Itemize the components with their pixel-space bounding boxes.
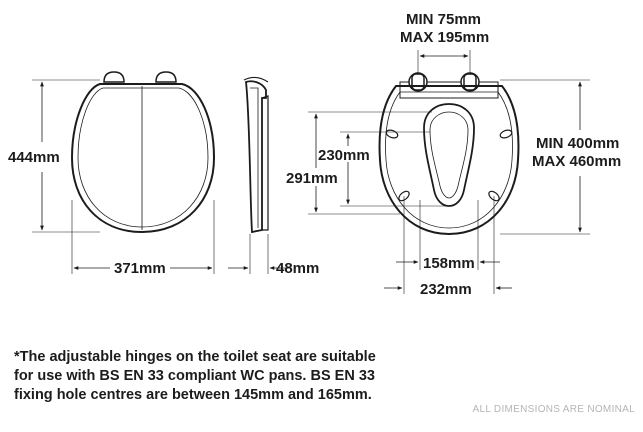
pan-max-label: MAX 460mm	[532, 153, 621, 170]
hinge-max-label: MAX 195mm	[400, 29, 489, 46]
side-view	[243, 76, 269, 234]
nominal-disclaimer: ALL DIMENSIONS ARE NOMINAL	[472, 404, 635, 415]
inner-230-label: 230mm	[318, 147, 370, 164]
hinge-compatibility-note: *The adjustable hinges on the toilet sea…	[14, 348, 434, 405]
bottom-dimensions	[384, 196, 512, 294]
note-line-2: for use with BS EN 33 compliant WC pans.…	[14, 368, 375, 384]
note-line-1: *The adjustable hinges on the toilet sea…	[14, 349, 376, 365]
pan-dimension	[500, 79, 590, 235]
length-dimension	[32, 79, 100, 233]
top-view	[378, 72, 520, 236]
outer-232-label: 232mm	[420, 281, 472, 298]
inner-158-label: 158mm	[423, 255, 475, 272]
hinge-min-label: MIN 75mm	[406, 11, 481, 28]
depth-label: 48mm	[276, 260, 319, 277]
depth-dimension	[228, 234, 290, 274]
length-label: 444mm	[8, 149, 60, 166]
pan-min-label: MIN 400mm	[536, 135, 619, 152]
width-dimension	[71, 200, 215, 274]
width-label: 371mm	[114, 260, 166, 277]
hinge-dimension	[417, 50, 471, 74]
inner-dimensions	[308, 111, 446, 215]
front-view	[70, 71, 216, 234]
inner-291-label: 291mm	[286, 170, 338, 187]
note-line-3: fixing hole centres are between 145mm an…	[14, 387, 372, 403]
